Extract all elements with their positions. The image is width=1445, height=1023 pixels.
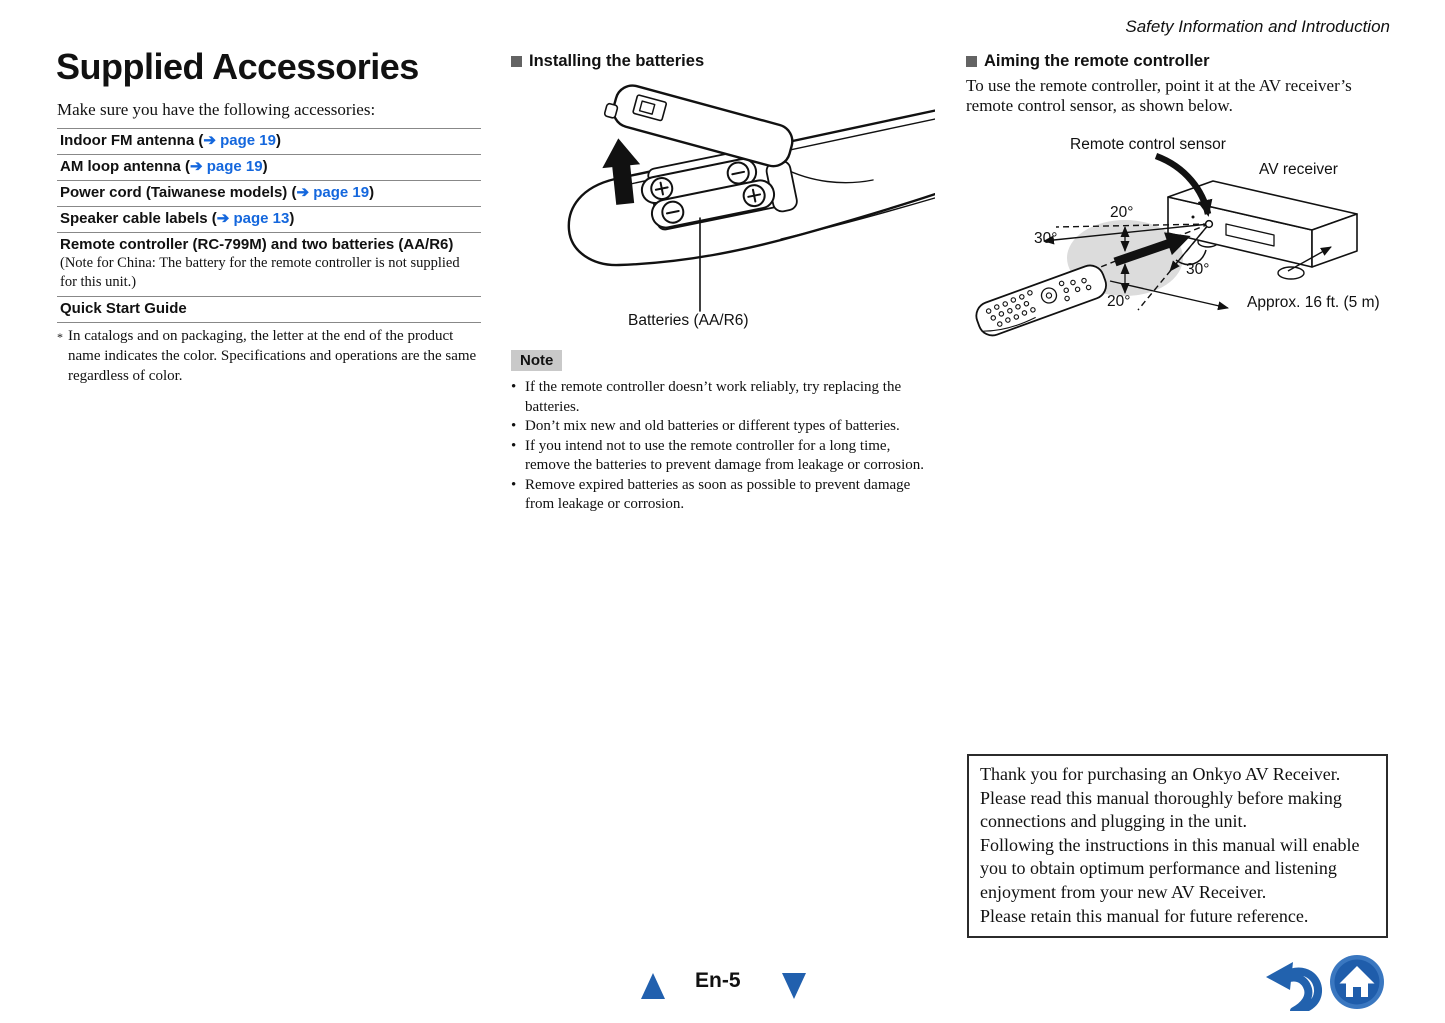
accessory-suffix: ) [262,158,268,175]
accessory-name: Speaker cable labels ( [60,210,217,227]
accessory-suffix: ) [369,184,375,201]
batteries-label: Batteries (AA/R6) [628,312,749,329]
page-number: En-5 [695,969,741,992]
thank-you-line: Please retain this manual for future ref… [980,905,1309,926]
square-bullet-icon [966,56,977,67]
heading-text: Aiming the remote controller [984,52,1210,70]
accessory-name: Power cord (Taiwanese models) ( [60,184,297,201]
aiming-diagram: Remote control sensor AV receiver 20° 30… [960,130,1400,345]
previous-page-button[interactable] [641,973,665,999]
accessory-name: Indoor FM antenna ( [60,132,204,149]
aiming-illustration [975,152,1358,337]
note-section: Note • If the remote controller doesn’t … [511,350,935,515]
note-badge: Note [511,350,563,371]
bullet-icon: • [511,437,517,454]
accessory-name: AM loop antenna ( [60,158,190,175]
footnote: * In catalogs and on packaging, the lett… [57,326,481,386]
note-item: • Don’t mix new and old batteries or dif… [511,417,935,437]
thank-you-line: Please read this manual thoroughly befor… [980,787,1342,832]
table-row: Indoor FM antenna (➔ page 19) [57,129,481,155]
accessory-suffix: ) [275,132,281,149]
note-text: If you intend not to use the remote cont… [525,437,925,474]
note-item: • If you intend not to use the remote co… [511,437,935,476]
accessory-name: Quick Start Guide [60,300,187,317]
accessory-page-link[interactable]: ➔ page 19 [190,158,263,175]
table-row: AM loop antenna (➔ page 19) [57,155,481,181]
note-text: Remove expired batteries as soon as poss… [525,476,911,513]
angle-bottom-label: 20° [1107,293,1131,310]
back-icon[interactable] [1261,953,1325,1011]
distance-label: Approx. 16 ft. (5 m) [1247,294,1380,311]
table-row: Speaker cable labels (➔ page 13) [57,207,481,233]
intro-text: Make sure you have the following accesso… [57,100,376,119]
accessories-table: Indoor FM antenna (➔ page 19) AM loop an… [57,128,481,323]
aiming-body-text: To use the remote controller, point it a… [966,76,1352,115]
section-header: Safety Information and Introduction [1125,17,1390,36]
angle-top-label: 20° [1110,204,1134,221]
heading-installing-batteries: Installing the batteries [511,52,704,71]
table-row: Remote controller (RC-799M) and two batt… [57,233,481,297]
accessory-name: Remote controller (RC-799M) and two batt… [60,236,454,253]
sensor-label: Remote control sensor [1070,136,1226,153]
table-row: Quick Start Guide [57,297,481,323]
angle-left-label: 30° [1034,230,1058,247]
accessory-page-link[interactable]: ➔ page 13 [216,210,290,227]
accessory-note: (Note for China: The battery for the rem… [60,255,460,290]
heading-aiming-remote: Aiming the remote controller [966,52,1210,71]
bullet-icon: • [511,418,517,434]
heading-text: Installing the batteries [529,52,705,70]
footnote-text: In catalogs and on packaging, the letter… [68,328,477,384]
footnote-marker: * [57,330,63,344]
bullet-icon: • [511,379,517,395]
thank-you-line: Following the instructions in this manua… [980,834,1360,902]
accessory-page-link[interactable]: ➔ page 19 [296,184,370,201]
accessory-page-link[interactable]: ➔ page 19 [203,132,276,149]
bullet-icon: • [511,476,517,493]
note-text: Don’t mix new and old batteries or diffe… [525,418,900,434]
next-page-button[interactable] [782,973,806,999]
battery-illustration [567,84,935,312]
note-item: • Remove expired batteries as soon as po… [511,476,935,515]
square-bullet-icon [511,56,522,67]
receiver-label: AV receiver [1259,161,1338,178]
battery-installation-figure: Batteries (AA/R6) [511,78,935,336]
note-item: • If the remote controller doesn’t work … [511,378,935,417]
table-row: Power cord (Taiwanese models) (➔ page 19… [57,181,481,207]
note-text: If the remote controller doesn’t work re… [525,379,902,415]
page-title: Supplied Accessories [56,46,419,87]
accessory-suffix: ) [289,210,295,227]
angle-right-label: 30° [1186,261,1210,278]
thank-you-line: Thank you for purchasing an Onkyo AV Rec… [980,764,1341,784]
thank-you-box: Thank you for purchasing an Onkyo AV Rec… [967,754,1388,939]
home-icon[interactable] [1329,954,1385,1010]
